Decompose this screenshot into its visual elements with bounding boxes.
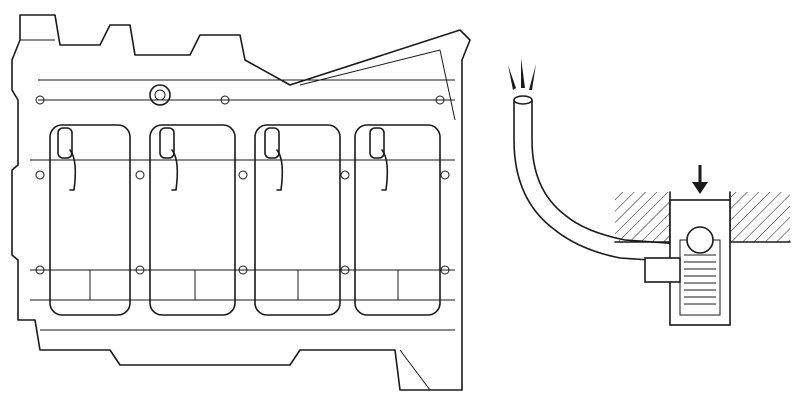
oil-jets bbox=[57, 127, 389, 191]
bolt-hole bbox=[238, 170, 248, 180]
cylinder-bore-4 bbox=[354, 124, 441, 316]
block-details bbox=[299, 49, 456, 391]
block-section-left bbox=[615, 192, 670, 242]
block-ribs bbox=[20, 39, 455, 331]
cylinder-bore-2 bbox=[149, 124, 236, 316]
cylinder-bore-3 bbox=[254, 124, 341, 316]
cylinder-bore-1 bbox=[49, 124, 131, 316]
oil-jet-4 bbox=[369, 127, 389, 191]
cylinder-block bbox=[11, 14, 471, 391]
bolt-hole bbox=[340, 265, 350, 275]
oil-jet-detail bbox=[508, 58, 791, 326]
oil-jet-tube bbox=[513, 99, 681, 263]
tube-fitting bbox=[644, 257, 681, 283]
tube-nozzle bbox=[513, 95, 533, 105]
block-outline bbox=[11, 14, 471, 391]
oil-jet-1 bbox=[57, 127, 77, 191]
pressure-arrow-icon bbox=[692, 165, 708, 194]
oil-spray-icon bbox=[508, 58, 536, 90]
block-boss-inner bbox=[154, 89, 166, 101]
bolt-hole bbox=[435, 95, 445, 105]
bolt-hole bbox=[340, 170, 350, 180]
bolt-hole bbox=[440, 265, 450, 275]
bolt-holes bbox=[35, 95, 450, 275]
bolt-hole bbox=[238, 265, 248, 275]
block-boss bbox=[149, 84, 171, 106]
oil-jet-3 bbox=[264, 127, 284, 191]
bolt-hole bbox=[35, 95, 45, 105]
bore-dividers bbox=[89, 270, 399, 300]
check-ball bbox=[686, 226, 714, 254]
cylinder-bores bbox=[49, 124, 441, 316]
oil-jet-2 bbox=[159, 127, 179, 191]
bolt-hole bbox=[220, 95, 230, 105]
bolt-hole bbox=[440, 170, 450, 180]
bolt-hole bbox=[135, 265, 145, 275]
bolt-hole bbox=[35, 170, 45, 180]
block-section-right bbox=[730, 192, 790, 242]
bolt-hole bbox=[35, 265, 45, 275]
valve-spring bbox=[684, 254, 716, 305]
bolt-hole bbox=[135, 170, 145, 180]
